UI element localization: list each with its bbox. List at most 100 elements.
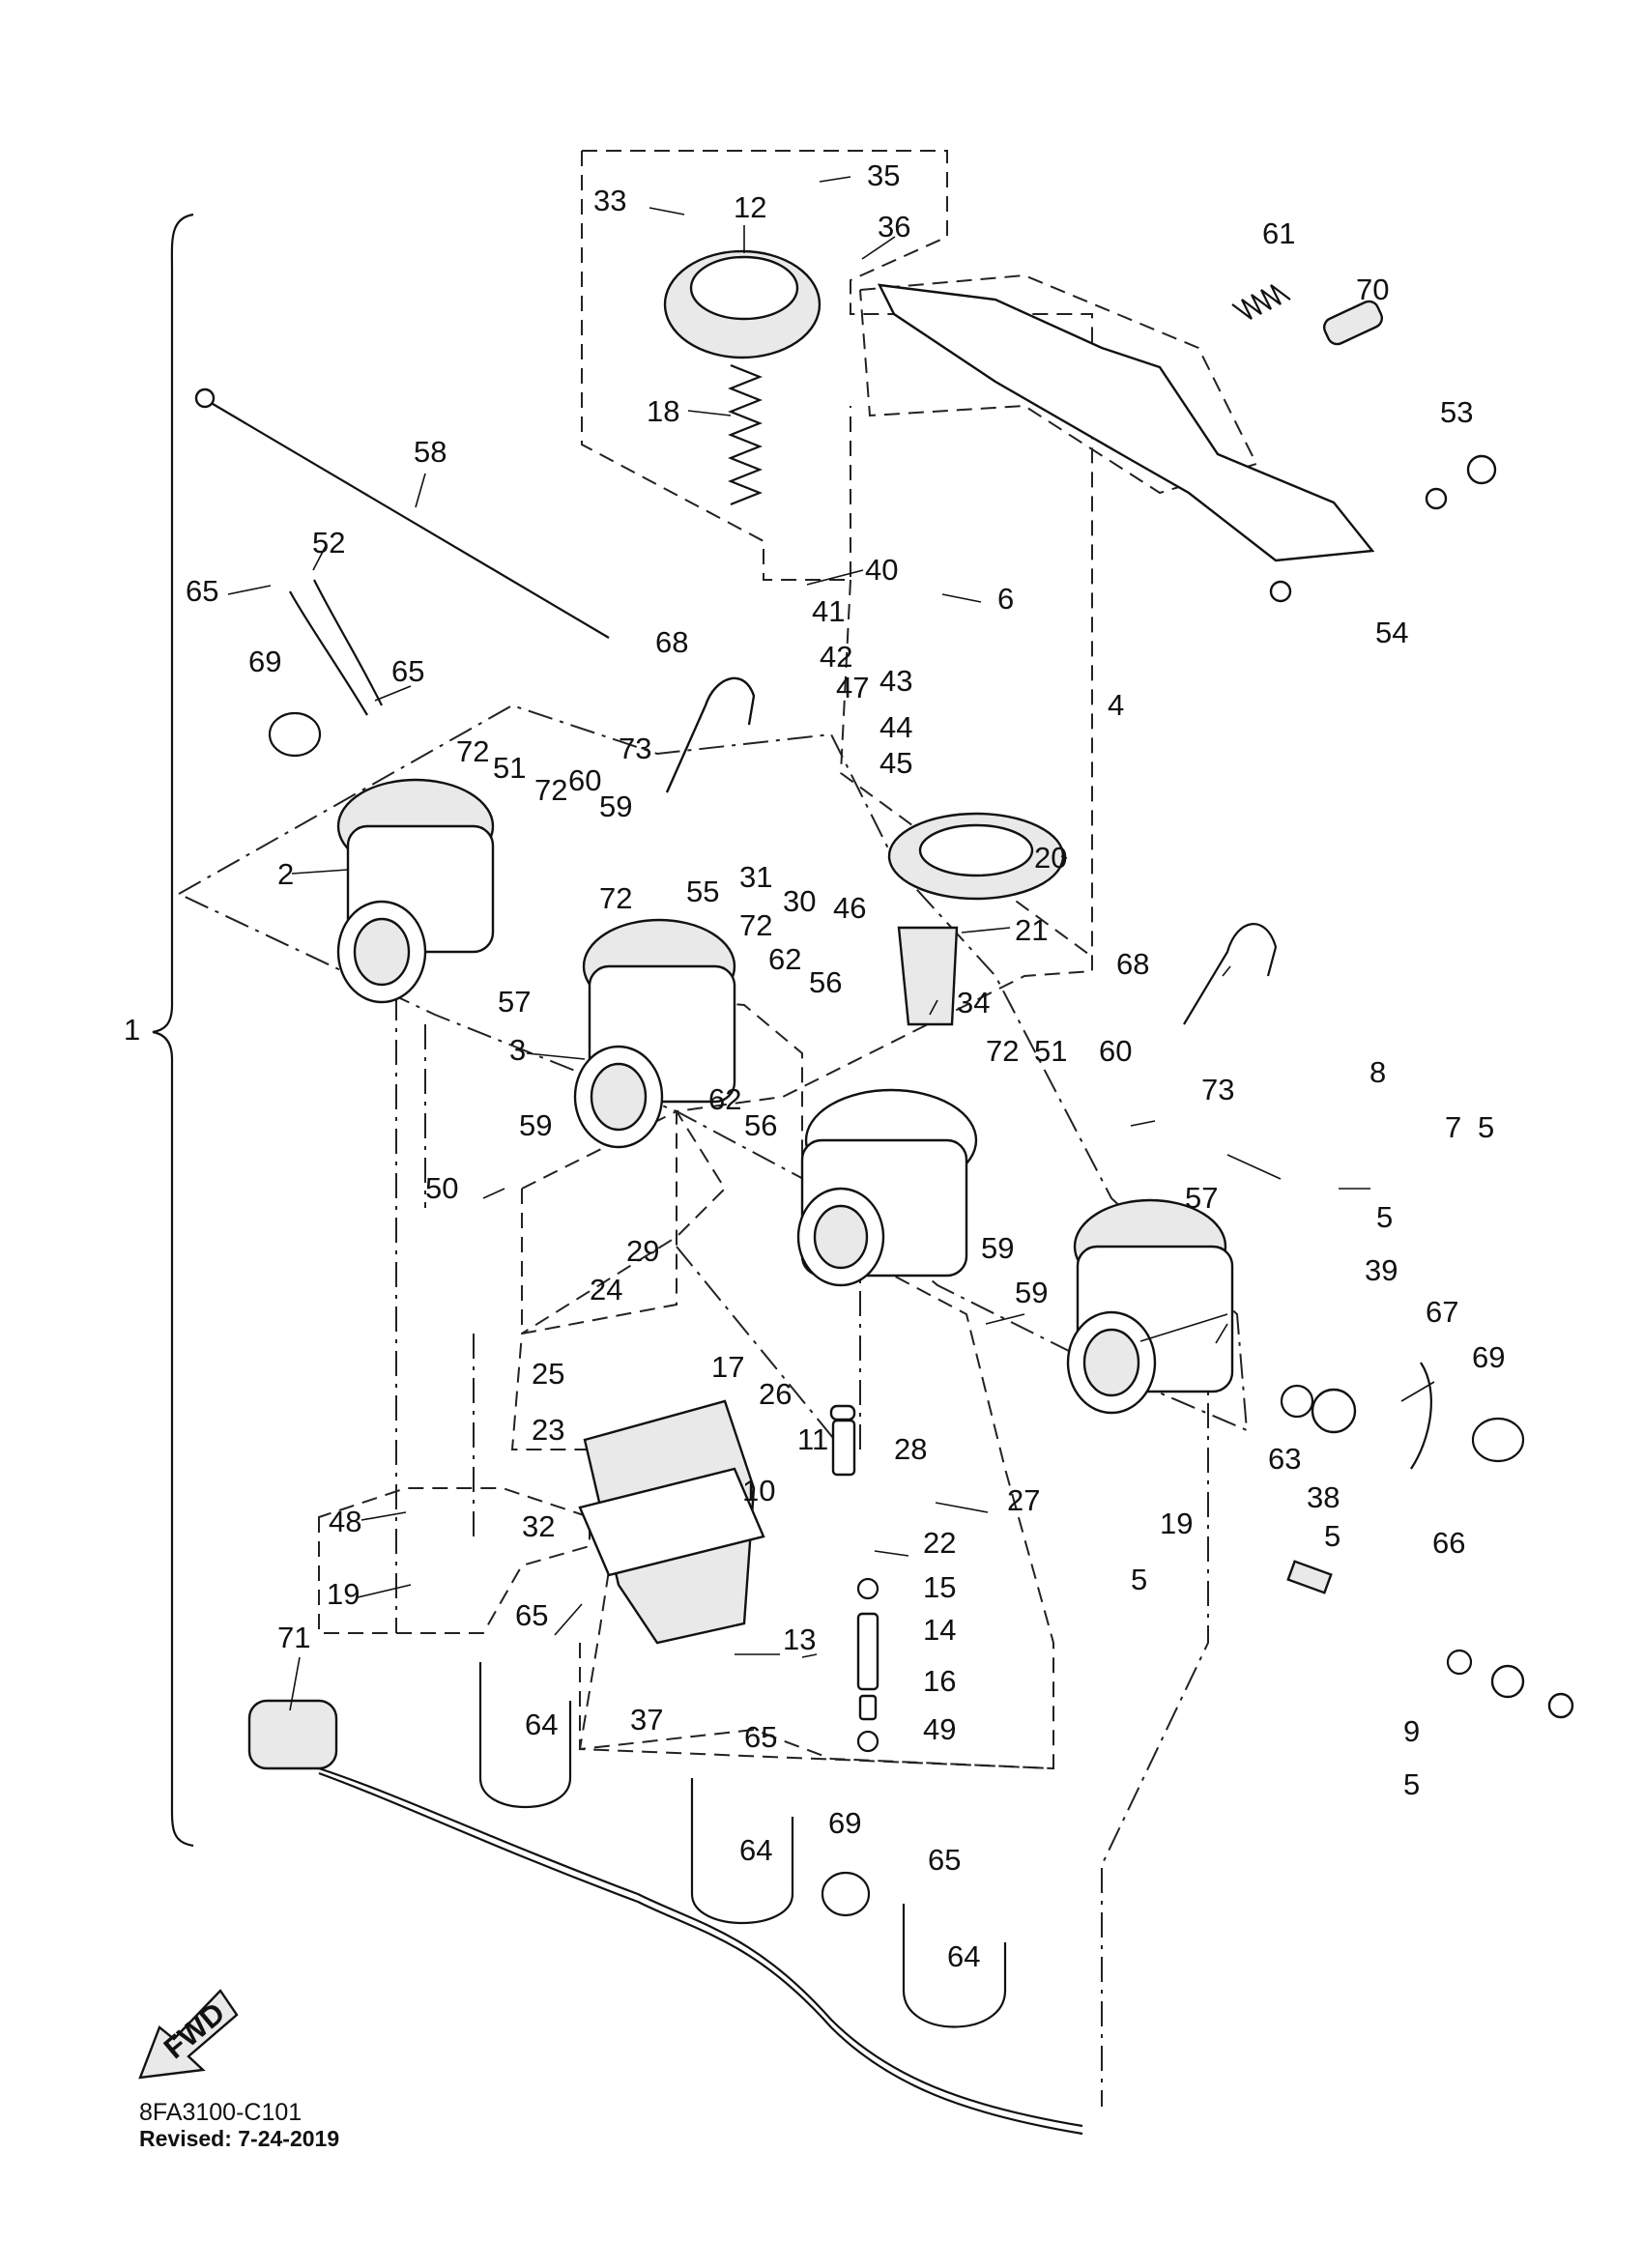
clip-69b bbox=[1471, 1417, 1525, 1463]
sensor-71 bbox=[247, 1699, 338, 1770]
callout-56a: 56 bbox=[809, 965, 842, 999]
callout-60b: 60 bbox=[1099, 1034, 1132, 1068]
callout-6: 6 bbox=[997, 582, 1014, 616]
callout-69b: 69 bbox=[1472, 1340, 1505, 1374]
callout-26: 26 bbox=[759, 1377, 792, 1411]
connector-routing bbox=[473, 1189, 861, 1536]
callout-16: 16 bbox=[923, 1664, 956, 1698]
carburetor-body-5 bbox=[1066, 1198, 1234, 1415]
callout-52: 52 bbox=[312, 526, 345, 560]
callout-57b: 57 bbox=[1185, 1181, 1218, 1215]
carb-assembly-outline bbox=[178, 703, 1249, 1432]
callout-72e: 72 bbox=[986, 1034, 1019, 1068]
callout-56b: 56 bbox=[744, 1108, 777, 1142]
callout-32: 32 bbox=[522, 1509, 555, 1543]
callout-27: 27 bbox=[1007, 1483, 1040, 1517]
callout-10: 10 bbox=[742, 1474, 775, 1507]
washer-54a bbox=[1425, 487, 1448, 510]
callout-5e: 5 bbox=[1403, 1767, 1420, 1801]
hose-52 bbox=[289, 590, 368, 716]
hose-64b bbox=[690, 1778, 794, 1925]
callout-5c: 5 bbox=[1324, 1519, 1340, 1553]
callout-73a: 73 bbox=[619, 732, 651, 765]
callout-50: 50 bbox=[425, 1171, 458, 1205]
callout-47: 47 bbox=[836, 671, 869, 704]
callout-35: 35 bbox=[867, 158, 900, 192]
throttle-bracket bbox=[877, 283, 1375, 562]
callout-45: 45 bbox=[879, 746, 912, 780]
o-ring-63 bbox=[1280, 1384, 1314, 1419]
callout-15: 15 bbox=[923, 1570, 956, 1604]
callout-65c: 65 bbox=[515, 1598, 548, 1632]
callout-5a: 5 bbox=[1478, 1110, 1494, 1144]
clip-69c bbox=[821, 1871, 871, 1917]
callout-57a: 57 bbox=[498, 985, 531, 1019]
callout-7: 7 bbox=[1445, 1110, 1461, 1144]
callout-28: 28 bbox=[894, 1432, 927, 1466]
callout-19a: 19 bbox=[327, 1577, 360, 1611]
vent-hose-68a-outline bbox=[665, 676, 756, 793]
callout-2: 2 bbox=[277, 857, 294, 891]
callout-38: 38 bbox=[1307, 1480, 1340, 1514]
callout-66: 66 bbox=[1432, 1526, 1465, 1560]
callout-43: 43 bbox=[879, 664, 912, 698]
callout-12: 12 bbox=[734, 190, 766, 224]
callout-25: 25 bbox=[532, 1357, 564, 1391]
sleeve-70 bbox=[1322, 300, 1384, 346]
hose-64a bbox=[478, 1662, 572, 1809]
joint-38 bbox=[1311, 1388, 1357, 1434]
o-ring-9 bbox=[1446, 1649, 1473, 1676]
callout-37: 37 bbox=[630, 1703, 663, 1737]
callout-31: 31 bbox=[739, 860, 772, 894]
group-outline-top bbox=[510, 150, 1093, 1770]
callout-62b: 62 bbox=[708, 1082, 741, 1116]
hose-64c bbox=[902, 1904, 1007, 2028]
callout-46: 46 bbox=[833, 891, 866, 925]
forward-direction-badge: FWD bbox=[138, 1989, 239, 2080]
callout-18: 18 bbox=[647, 394, 679, 428]
callout-73b: 73 bbox=[1201, 1073, 1234, 1106]
diaphragm-spring bbox=[728, 363, 763, 506]
callout-4: 4 bbox=[1108, 688, 1124, 722]
group-outline-bottom bbox=[579, 1643, 1054, 1769]
main-jet-16 bbox=[858, 1694, 878, 1721]
callout-65b: 65 bbox=[391, 654, 424, 688]
callout-72b: 72 bbox=[534, 773, 567, 807]
callout-39: 39 bbox=[1365, 1253, 1398, 1287]
o-ring-49 bbox=[856, 1730, 879, 1753]
callout-49: 49 bbox=[923, 1712, 956, 1746]
part-code: 8FA3100-C101 bbox=[139, 2099, 303, 2126]
callout-64c: 64 bbox=[947, 1939, 980, 1973]
callout-29: 29 bbox=[626, 1234, 659, 1268]
carburetor-body-3 bbox=[573, 918, 736, 1149]
group-outline-top-left bbox=[581, 151, 851, 581]
callout-71: 71 bbox=[277, 1621, 310, 1654]
callout-21: 21 bbox=[1015, 913, 1048, 947]
group-outline-mid bbox=[839, 579, 1093, 958]
callout-58: 58 bbox=[414, 435, 447, 469]
callout-59a: 59 bbox=[599, 789, 632, 823]
callout-53: 53 bbox=[1440, 395, 1473, 429]
callout-68a: 68 bbox=[655, 625, 688, 659]
callout-20: 20 bbox=[1034, 841, 1067, 875]
callout-44: 44 bbox=[879, 710, 912, 744]
clip-69a bbox=[268, 711, 322, 758]
float-chamber-gasket bbox=[578, 1467, 765, 1577]
callout-60a: 60 bbox=[568, 763, 601, 797]
callout-51a: 51 bbox=[493, 751, 526, 785]
wire-harness bbox=[318, 1766, 1083, 2128]
callout-22: 22 bbox=[923, 1526, 956, 1560]
callout-13: 13 bbox=[783, 1622, 816, 1656]
group-outline-float bbox=[521, 1109, 727, 1335]
wire-harness-2 bbox=[318, 1771, 1083, 2136]
top-cover-cap bbox=[689, 255, 799, 321]
revision-date: Revised: 7-24-2019 bbox=[139, 2126, 340, 2151]
callout-48: 48 bbox=[329, 1505, 361, 1538]
callout-19b: 19 bbox=[1160, 1507, 1193, 1540]
callout-42: 42 bbox=[820, 640, 852, 674]
callout-9: 9 bbox=[1403, 1714, 1420, 1748]
shaft-rod-head bbox=[194, 388, 216, 409]
callout-5b: 5 bbox=[1376, 1200, 1393, 1234]
callout-59c: 59 bbox=[981, 1231, 1014, 1265]
jet-holder-10 bbox=[831, 1419, 856, 1477]
